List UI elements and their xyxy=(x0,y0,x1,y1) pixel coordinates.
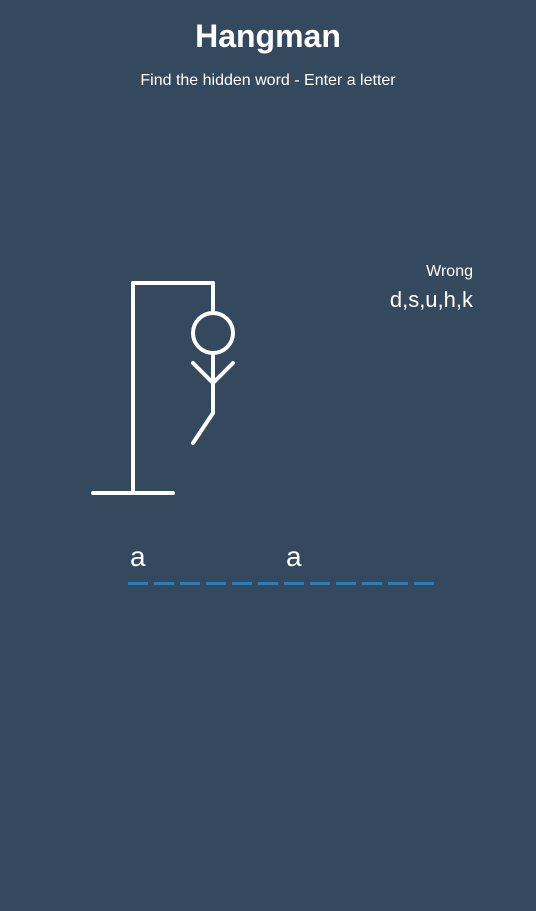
letter-slot: a xyxy=(284,540,304,585)
wrong-letters-panel: Wrong d,s,u,h,k xyxy=(390,263,473,313)
letter-slot xyxy=(362,540,382,585)
letter-slot xyxy=(414,540,434,585)
figure-right-arm xyxy=(211,361,235,385)
letter-slot xyxy=(154,540,174,585)
letter-slot xyxy=(206,540,226,585)
game-instructions: Find the hidden word - Enter a letter xyxy=(140,72,396,89)
letter-slot: a xyxy=(128,540,148,585)
letter-slot-char: a xyxy=(130,541,146,572)
letter-slot xyxy=(388,540,408,585)
letter-slot xyxy=(258,540,278,585)
letter-slot xyxy=(336,540,356,585)
letter-slot xyxy=(180,540,200,585)
figure-left-leg xyxy=(191,411,215,445)
game-title: Hangman xyxy=(195,18,341,54)
letter-slot xyxy=(232,540,252,585)
figure-left-arm xyxy=(191,361,215,385)
letter-slot xyxy=(310,540,330,585)
wrong-label: Wrong xyxy=(426,263,473,280)
letter-slot-char: a xyxy=(286,541,302,572)
figure-head xyxy=(191,311,235,355)
wrong-letters-list: d,s,u,h,k xyxy=(389,287,473,312)
